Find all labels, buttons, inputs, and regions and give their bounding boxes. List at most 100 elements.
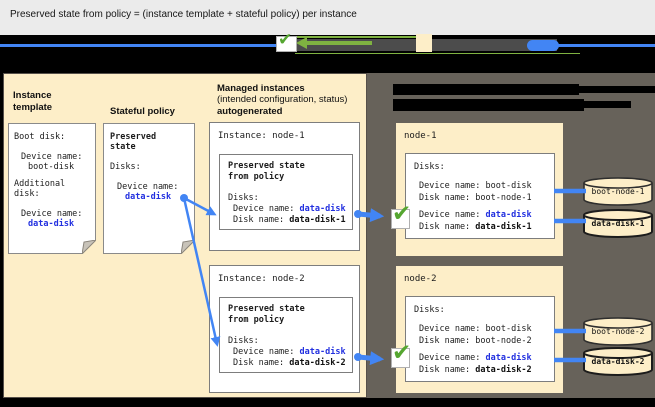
disk-name-prefix: Disk name: [233, 358, 290, 368]
device-name-prefix: Device name: [233, 204, 300, 214]
cylinder-icon [583, 209, 653, 238]
additional-disk-label-1: Additional [14, 179, 66, 189]
disk-name-value: data-disk-2 [289, 358, 346, 368]
policy-disks-label: Disks: [110, 162, 141, 172]
device-name-prefix: Device name: [233, 347, 300, 357]
managed-instances-subheading: (intended configuration, status) [217, 94, 348, 105]
redacted-header-bar-1 [393, 84, 579, 95]
cylinder-icon [583, 347, 653, 376]
title-strip: Preserved state from policy = (instance … [0, 0, 655, 35]
cylinder-label: data-disk-1 [591, 219, 645, 228]
autogenerated-heading: autogenerated [217, 106, 283, 117]
boot-device-name-label: Device name: [21, 152, 83, 162]
legend-checkmark-icon: ✔ [278, 30, 293, 50]
managed-instances-heading: Managed instances [217, 83, 305, 94]
legend-green-arrow-shaft [306, 41, 372, 45]
boot-disk-line: Disk name: boot-node-2 [419, 335, 532, 346]
node-disks-box: Disks: Device name: boot-disk Disk name:… [405, 153, 555, 239]
folded-corner-icon [181, 240, 195, 254]
vm-box-node-1: node-1 Disks: Device name: boot-disk Dis… [396, 123, 563, 256]
legend-green-line-top [293, 36, 417, 38]
redacted-header-bar-2 [393, 99, 584, 111]
cylinder-label: data-disk-2 [591, 357, 645, 366]
disk-name-prefix: Disk name: [233, 215, 290, 225]
redacted-header-bar-2-ext [584, 101, 631, 108]
device-name-prefix: Device name: [419, 353, 486, 363]
cylinder-label: boot-node-1 [591, 187, 645, 196]
cylinder-icon [583, 317, 653, 346]
redacted-header-bar-1-ext [578, 86, 655, 93]
stateful-policy-heading: Stateful policy [110, 106, 175, 117]
boot-device-name-value: boot-disk [28, 162, 75, 172]
data-device-line: Device name: data-disk [419, 210, 532, 220]
vm-box-node-2: node-2 Disks: Device name: boot-disk Dis… [396, 266, 563, 393]
instance-title: Instance: node-1 [218, 131, 305, 141]
managed-instance-box-node-1: Instance: node-1 Preserved state from po… [209, 122, 360, 251]
folded-corner-icon [82, 240, 96, 254]
node-2-checkmark-icon: ✔ [392, 340, 412, 366]
additional-disk-label-2: disk: [14, 189, 40, 199]
legend-checkbox: ✔ [276, 30, 297, 52]
node-title: node-2 [404, 274, 437, 284]
instance-template-doc: Boot disk: Device name: boot-disk Additi… [8, 123, 96, 254]
node-2-check-square: ✔ [391, 340, 411, 368]
disks-label: Disks: [414, 305, 445, 315]
legend-green-line-bottom [295, 52, 580, 54]
device-name-line: Device name: data-disk [233, 347, 346, 357]
disk-name-prefix: Disk name: [419, 364, 476, 375]
disk-cylinder-boot-node-2: boot-node-2 [583, 317, 653, 347]
cylinder-label: boot-node-2 [591, 327, 645, 336]
disk-name-value: data-disk-2 [475, 364, 532, 375]
diagram-title: Preserved state from policy = (instance … [10, 9, 357, 20]
managed-instance-box-node-2: Instance: node-2 Preserved state from po… [209, 265, 360, 393]
node-1-checkmark-icon: ✔ [392, 201, 412, 227]
node-title: node-1 [404, 131, 437, 141]
data-disk-line: Disk name: data-disk-2 [419, 365, 532, 375]
device-name-value: data-disk [299, 347, 346, 357]
inner-title-1: Preserved state [228, 161, 305, 171]
disk-name-line: Disk name: data-disk-1 [233, 215, 346, 225]
inner-title-2: from policy [228, 172, 285, 182]
disk-cylinder-data-disk-1: data-disk-1 [583, 209, 653, 239]
device-name-value: data-disk [299, 204, 346, 214]
disk-cylinder-boot-node-1: boot-node-1 [583, 177, 653, 207]
stateful-policy-doc: Preserved state Disks: Device name: data… [103, 123, 195, 254]
instance-template-heading: Instance template [13, 90, 53, 113]
legend-cream-swatch [416, 34, 432, 52]
device-name-value: data-disk [485, 210, 532, 220]
device-name-line: Device name: data-disk [233, 204, 346, 214]
boot-device-line: Device name: boot-disk [419, 324, 532, 334]
preserved-state-title-1: Preserved [110, 132, 157, 142]
disk-name-prefix: Disk name: [419, 221, 476, 232]
disk-name-value: data-disk-1 [289, 215, 346, 225]
disk-name-line: Disk name: data-disk-2 [233, 358, 346, 368]
boot-disk-label: Boot disk: [14, 132, 66, 142]
policy-device-name-value: data-disk [125, 192, 172, 202]
data-disk-line: Disk name: data-disk-1 [419, 222, 532, 232]
legend-blue-line-right [556, 44, 655, 47]
preserved-state-title-2: state [110, 142, 136, 152]
legend-blue-pill [527, 40, 559, 51]
inner-title-2: from policy [228, 315, 285, 325]
cylinder-icon [583, 177, 653, 206]
node-1-check-square: ✔ [391, 201, 411, 229]
disk-name-value: data-disk-1 [475, 221, 532, 232]
disks-label: Disks: [414, 162, 445, 172]
instance-title: Instance: node-2 [218, 274, 305, 284]
data-device-name-label: Device name: [21, 209, 83, 219]
inner-title-1: Preserved state [228, 304, 305, 314]
preserved-state-from-policy-box: Preserved state from policy Disks: Devic… [219, 154, 353, 230]
data-device-line: Device name: data-disk [419, 353, 532, 363]
boot-disk-line: Disk name: boot-node-1 [419, 192, 532, 203]
device-name-prefix: Device name: [419, 210, 486, 220]
disks-label: Disks: [228, 336, 259, 346]
disks-label: Disks: [228, 193, 259, 203]
policy-device-name-label: Device name: [117, 182, 179, 192]
disk-cylinder-data-disk-2: data-disk-2 [583, 347, 653, 377]
legend-blue-line-left [0, 44, 277, 47]
preserved-state-from-policy-box: Preserved state from policy Disks: Devic… [219, 297, 353, 373]
boot-device-line: Device name: boot-disk [419, 181, 532, 191]
legend-green-arrowhead-icon [296, 37, 307, 49]
data-device-name-value: data-disk [28, 219, 75, 229]
